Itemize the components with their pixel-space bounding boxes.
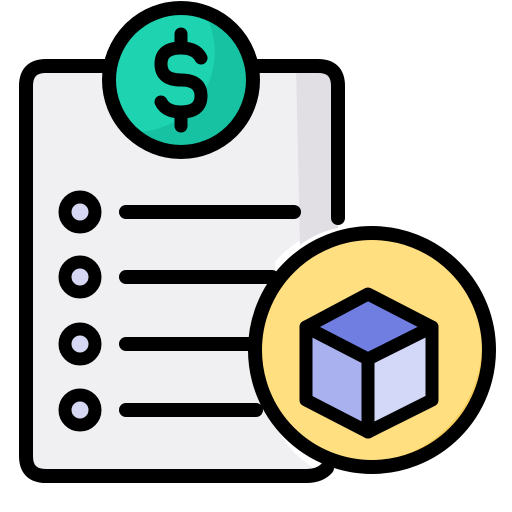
list-bullet-icon bbox=[58, 190, 102, 234]
dollar-sign-icon bbox=[154, 27, 208, 133]
coin-shade bbox=[131, 12, 253, 153]
list-item bbox=[58, 255, 279, 299]
badge-outline bbox=[248, 226, 496, 474]
list-item bbox=[58, 190, 301, 234]
list-item bbox=[58, 322, 263, 366]
list-bullet-icon bbox=[58, 388, 102, 432]
list-item bbox=[58, 388, 263, 432]
dollar-coin-icon bbox=[102, 1, 260, 159]
list-bullet-icon bbox=[58, 255, 102, 299]
paper-shadow bbox=[296, 66, 338, 245]
list-rows bbox=[58, 190, 301, 432]
list-bullet-icon bbox=[58, 322, 102, 366]
coin-outline bbox=[102, 1, 260, 159]
box-badge-icon bbox=[248, 226, 496, 474]
cube-icon bbox=[299, 287, 439, 439]
paper-outline bbox=[19, 59, 345, 483]
